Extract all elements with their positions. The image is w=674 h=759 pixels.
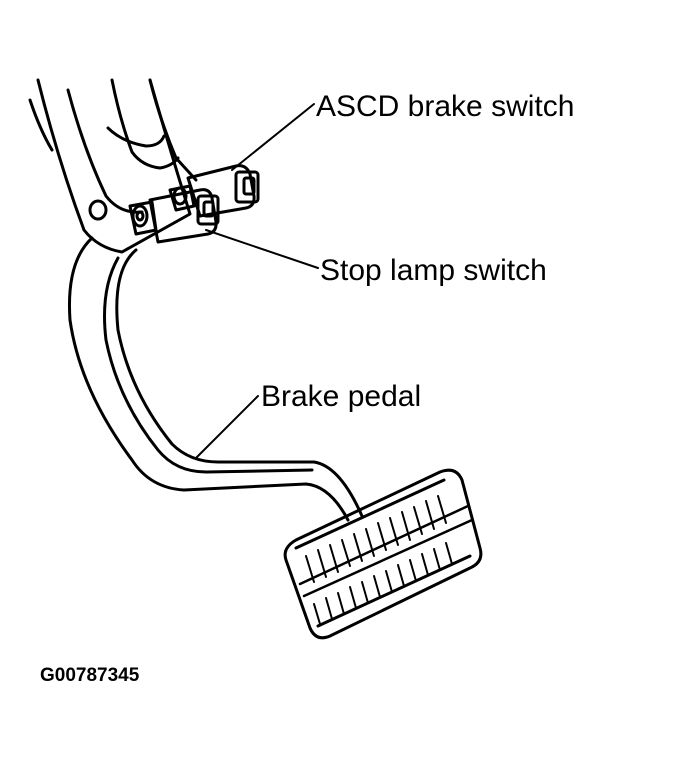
stop-lamp-leader-line [205,229,319,269]
ascd-brake-switch [168,164,260,218]
leader-lines [195,103,319,459]
pedal-arm [68,236,364,522]
pedal-pad [283,468,483,640]
figure-code: G00787345 [40,665,140,686]
brake-pedal-leader-line [195,395,259,459]
pedal-bracket [28,78,198,254]
stop-lamp-switch-label: Stop lamp switch [320,254,547,287]
ascd-leader-line [231,103,315,171]
stop-lamp-switch [128,188,220,244]
ascd-brake-switch-label: ASCD brake switch [316,90,575,123]
brake-pedal-label: Brake pedal [261,380,422,413]
